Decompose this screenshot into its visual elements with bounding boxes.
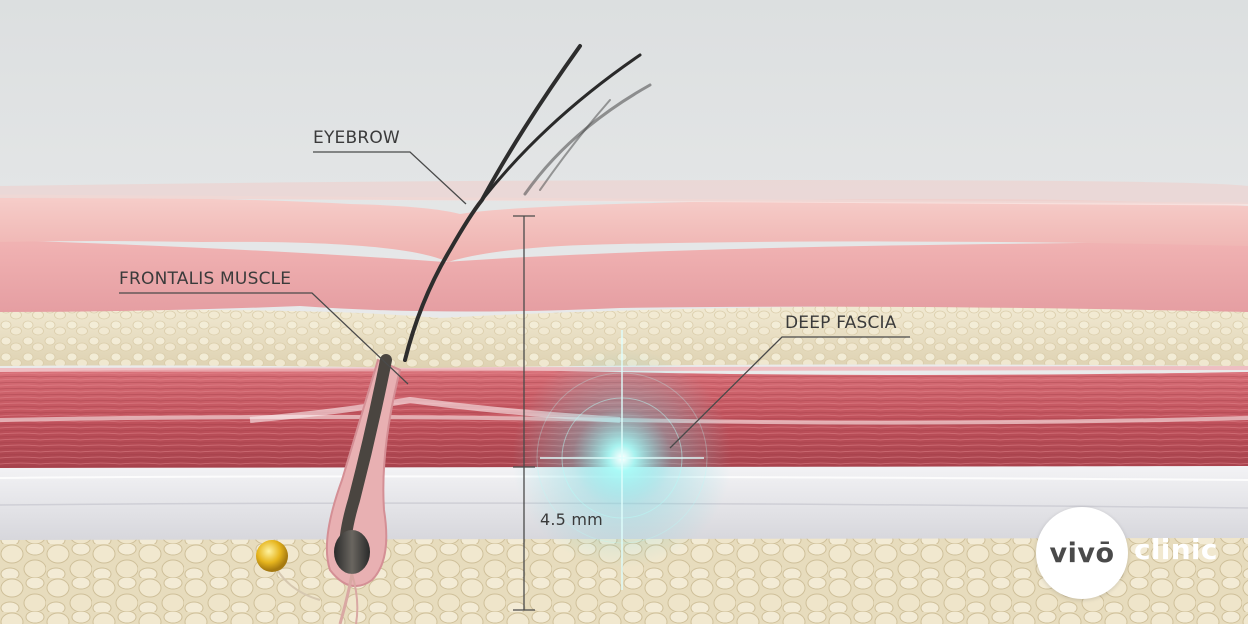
logo-text: clinic	[1134, 533, 1218, 566]
logo-circle: vivō	[1036, 507, 1128, 599]
logo-mark: vivō	[1049, 538, 1114, 569]
eyebrow-label: EYEBROW	[313, 128, 400, 148]
vivo-clinic-logo: vivō clinic	[1036, 507, 1236, 599]
depth-measurement-label: 4.5 mm	[540, 510, 603, 529]
frontalis-muscle-label: FRONTALIS MUSCLE	[119, 269, 291, 289]
deep-fascia-label: DEEP FASCIA	[785, 313, 897, 333]
